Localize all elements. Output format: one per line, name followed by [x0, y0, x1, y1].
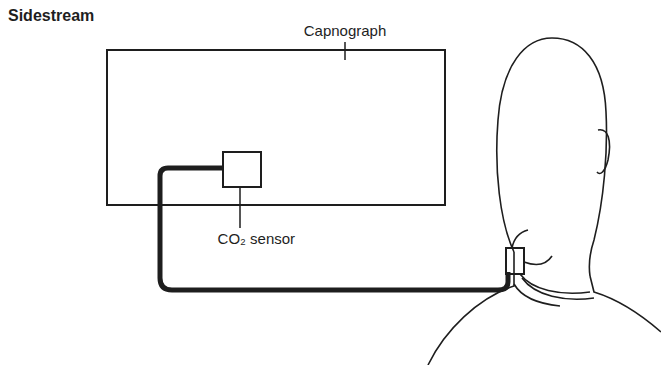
sampling-tube — [160, 168, 508, 290]
node-label: Capnograph — [302, 22, 389, 40]
leader-line — [344, 42, 346, 60]
node-label: CO₂ sensor — [216, 230, 298, 248]
diagram-title: Sidestream — [8, 6, 94, 26]
capnograph-box: CapnographCO₂ sensor — [106, 49, 446, 206]
patient-figure — [428, 38, 661, 365]
sensor-box: CO₂ sensor — [222, 151, 262, 188]
leader-line — [239, 188, 241, 228]
